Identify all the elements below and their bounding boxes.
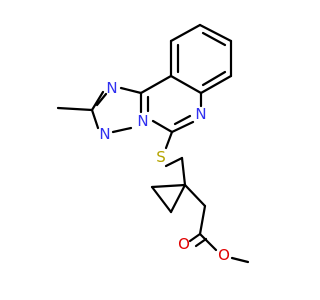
nitrogen-atom-label: N — [99, 125, 110, 143]
benzene-ring — [169, 23, 233, 95]
pyrimidine-ring — [139, 74, 203, 134]
oxygen-atom-label: O — [218, 246, 230, 264]
nitrogen-atom-label: N — [106, 79, 117, 97]
thioether-linkage — [164, 130, 187, 187]
oxygen-atom-label: O — [178, 235, 190, 253]
sulfur-atom-label: S — [156, 148, 166, 166]
triazole-ring — [90, 86, 143, 134]
methyl-acetate-chain — [183, 183, 250, 264]
nitrogen-atom-label: N — [195, 105, 206, 123]
methyl-bond — [56, 106, 94, 112]
cyclopropane-ring — [150, 183, 187, 214]
nitrogen-atom-label: N — [137, 112, 148, 130]
molecule-structure: N N N N S O O — [56, 23, 250, 264]
